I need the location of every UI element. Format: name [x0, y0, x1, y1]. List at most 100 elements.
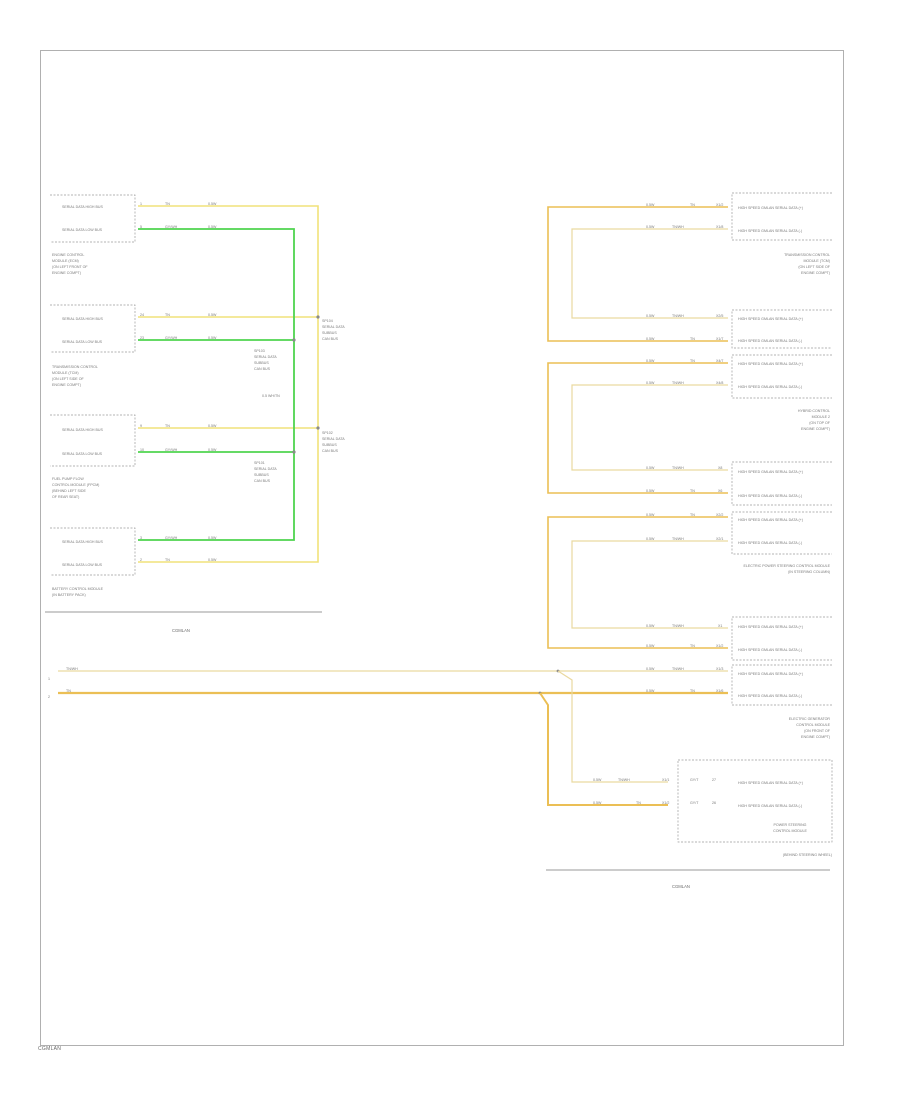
lw2-pin: 5	[140, 225, 142, 229]
rw14-color: TN	[690, 689, 695, 693]
rw13-color: TN/WH	[672, 667, 684, 671]
rw6-gauge: 0.5W	[646, 381, 655, 385]
trunk-wires: 1 TN/WH 2 TN	[48, 667, 728, 806]
rm8-pin-high: HIGH SPEED GMLAN SERIAL DATA (+)	[738, 781, 803, 785]
bw1-num: 27	[712, 778, 716, 782]
rw4-gauge: 0.5W	[646, 337, 655, 341]
left-group-label: CGMLAN	[172, 628, 190, 633]
splice-s4-3: SUBBUS	[254, 473, 269, 477]
rw14-gauge: 0.5W	[646, 689, 655, 693]
bw2-pin: X1/2	[662, 801, 669, 805]
rm5-name-2: (IN STEERING COLUMN)	[788, 570, 830, 574]
rw2-gauge: 0.5W	[646, 225, 655, 229]
right-group-label: CGMLAN	[672, 884, 690, 889]
splice-labels: SP104 SERIAL DATA SUBBUS CAN BUS SP103 S…	[254, 319, 345, 483]
left-wires	[138, 205, 320, 563]
splice-s1-2: SERIAL DATA	[322, 325, 345, 329]
fpcm-name-3: (BEHIND LEFT SIDE	[52, 489, 86, 493]
lw1-color: TN	[165, 202, 170, 206]
rw9-color: TN	[690, 513, 695, 517]
rm6-pin-high: HIGH SPEED GMLAN SERIAL DATA (+)	[738, 625, 803, 629]
rw9-gauge: 0.5W	[646, 513, 655, 517]
page-frame	[40, 50, 844, 1046]
bw2-num: 26	[712, 801, 716, 805]
rm7-name-4: ENGINE COMPT)	[801, 735, 830, 739]
rm1-pin-low: HIGH SPEED GMLAN SERIAL DATA (-)	[738, 229, 802, 233]
lw2-color: GY/WH	[165, 225, 178, 229]
splice-s3-4: CAN BUS	[322, 449, 339, 453]
rw7-gauge: 0.5W	[646, 466, 655, 470]
splice-s3-3: SUBBUS	[322, 443, 337, 447]
right-module-names: TRANSMISSION CONTROL MODULE (TCM) (ON LE…	[743, 253, 832, 857]
right-wire-labels: 0.5W TN X1/2 0.5W TN/WH X1/8 0.5W TN/WH …	[593, 203, 723, 805]
rw3-color: TN/WH	[672, 314, 684, 318]
left-module-fpcm: SERIAL DATA HIGH BUS SERIAL DATA LOW BUS…	[50, 414, 136, 499]
lw8-gauge: 0.5W	[208, 558, 217, 562]
rm5-pin-high: HIGH SPEED GMLAN SERIAL DATA (+)	[738, 518, 803, 522]
splice-s2-3: SUBBUS	[254, 361, 269, 365]
lw3-color: TN	[165, 313, 170, 317]
rm8-name-1: POWER STEERING	[774, 823, 807, 827]
rm3-name-4: ENGINE COMPT)	[801, 427, 830, 431]
ecm-pin-high-label: SERIAL DATA HIGH BUS	[62, 205, 103, 209]
splice-s4-4: CAN BUS	[254, 479, 271, 483]
bw2-tag: GY/T	[690, 801, 699, 805]
rw5-gauge: 0.5W	[646, 359, 655, 363]
rm3-pin-low: HIGH SPEED GMLAN SERIAL DATA (-)	[738, 385, 802, 389]
footer-label: CGMLAN	[38, 1046, 62, 1052]
splice-s2-4: CAN BUS	[254, 367, 271, 371]
rw5-pin: X4/7	[716, 359, 723, 363]
lw1-pin: 1	[140, 202, 142, 206]
rm5-pin-low: HIGH SPEED GMLAN SERIAL DATA (-)	[738, 541, 802, 545]
tcm-name-2: MODULE (TCM)	[52, 371, 79, 375]
rm2-pin-high: HIGH SPEED GMLAN SERIAL DATA (+)	[738, 317, 803, 321]
trunk-lower-num: 2	[48, 695, 50, 699]
tcm-name-3: (ON LEFT SIDE OF	[52, 377, 84, 381]
fpcm-name-4: OF REAR SEAT)	[52, 495, 79, 499]
rm3-name-3: (ON TOP OF	[809, 421, 831, 425]
splice-s3-1: SP102	[322, 431, 333, 435]
fpcm-pin-low-label: SERIAL DATA LOW BUS	[62, 452, 103, 456]
rm5-name-1: ELECTRIC POWER STEERING CONTROL MODULE	[743, 564, 830, 568]
rw9-pin: X2/2	[716, 513, 723, 517]
bw2-gauge: 0.5W	[593, 801, 602, 805]
rw7-pin: X8	[718, 466, 722, 470]
rw11-pin: X1	[718, 624, 722, 628]
rm1-name-1: TRANSMISSION CONTROL	[784, 253, 830, 257]
right-module-pin-labels: HIGH SPEED GMLAN SERIAL DATA (+) HIGH SP…	[738, 206, 803, 808]
rw10-color: TN/WH	[672, 537, 684, 541]
lw5-gauge: 0.5W	[208, 424, 217, 428]
rw11-color: TN/WH	[672, 624, 684, 628]
trunk-lower-color: TN	[66, 689, 71, 693]
rm4-pin-low: HIGH SPEED GMLAN SERIAL DATA (-)	[738, 494, 802, 498]
rw1-pin: X1/2	[716, 203, 723, 207]
lw2-gauge: 0.5W	[208, 225, 217, 229]
lw5-color: TN	[165, 424, 170, 428]
lw3-pin: 24	[140, 313, 144, 317]
bw1-tag: GY/T	[690, 778, 699, 782]
splice-s4-2: SERIAL DATA	[254, 467, 277, 471]
rm7-pin-high: HIGH SPEED GMLAN SERIAL DATA (+)	[738, 672, 803, 676]
rw12-color: TN	[690, 644, 695, 648]
tcm-name-4: ENGINE COMPT)	[52, 383, 81, 387]
rw12-gauge: 0.5W	[646, 644, 655, 648]
trunk-upper-color: TN/WH	[66, 667, 78, 671]
trunk-upper-num: 1	[48, 677, 50, 681]
ecm-name-1: ENGINE CONTROL	[52, 253, 84, 257]
rw3-pin: X2/5	[716, 314, 723, 318]
fpcm-name-2: CONTROL MODULE (FPCM)	[52, 483, 99, 487]
lw7-pin: 3	[140, 536, 142, 540]
rw14-pin: X1/6	[716, 689, 723, 693]
rm4-pin-high: HIGH SPEED GMLAN SERIAL DATA (+)	[738, 470, 803, 474]
lw6-pin: 10	[140, 448, 144, 452]
rw6-pin: X4/8	[716, 381, 723, 385]
ecm-name-3: (ON LEFT FRONT OF	[52, 265, 88, 269]
left-module-bcm: SERIAL DATA HIGH BUS SERIAL DATA LOW BUS…	[50, 527, 136, 597]
tcm-pin-high-label: SERIAL DATA HIGH BUS	[62, 317, 103, 321]
rm1-name-4: ENGINE COMPT)	[801, 271, 830, 275]
rw4-color: TN	[690, 337, 695, 341]
rw2-pin: X1/8	[716, 225, 723, 229]
rm3-pin-high: HIGH SPEED GMLAN SERIAL DATA (+)	[738, 362, 803, 366]
lw8-pin: 2	[140, 558, 142, 562]
ecm-name-2: MODULE (ECM)	[52, 259, 79, 263]
